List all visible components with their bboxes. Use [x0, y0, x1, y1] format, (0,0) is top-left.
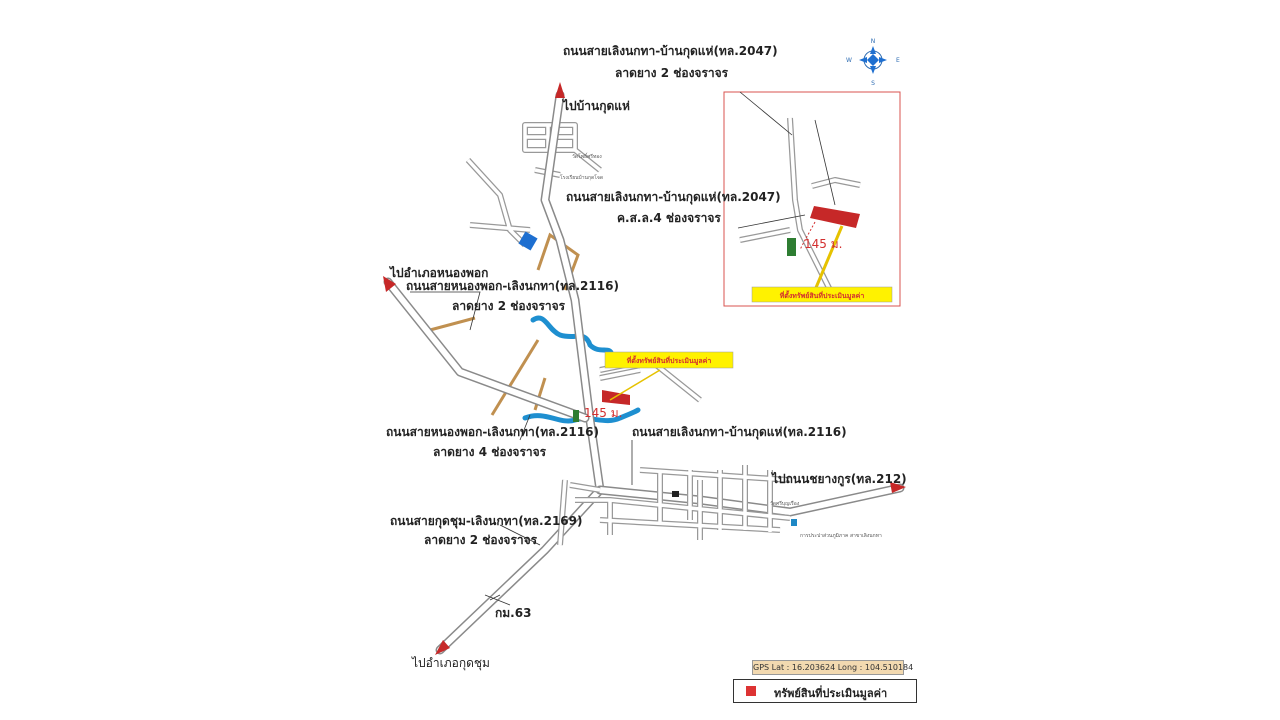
school-label: โรงเรียนบ้านกุดโจด [560, 174, 603, 181]
leader-line [499, 524, 541, 546]
temple-east-label: วัดศรีบุญเรือง [770, 500, 800, 507]
road-2116-top-label: ถนนสายหนองพอก-เลิงนกทา(ทล.2116) [406, 279, 619, 293]
inset-map [723, 91, 901, 307]
road-2116-bottom-lanes: ลาดยาง 4 ช่องจราจร [433, 445, 547, 459]
road-2047-mid-lanes: ค.ส.ล.4 ช่องจราจร [617, 211, 721, 225]
arrow-southwest-icon [435, 640, 450, 655]
traffic-light-icon [573, 410, 579, 422]
to-chanuman-label: ไปถนนชยางกูร(ทล.212) [770, 471, 907, 487]
inset-callout-label: ที่ตั้งทรัพย์สินที่ประเมินมูลค่า [779, 289, 864, 301]
km-marker-label: กม.63 [495, 606, 531, 620]
gps-coordinates: GPS Lat : 16.203624 Long : 104.510184 [752, 660, 913, 675]
legend: ทรัพย์สินที่ประเมินมูลค่า [733, 679, 917, 703]
to-nong-phok-label: ไปอำเภอหนองพอก [388, 265, 488, 280]
road-2169-label: ถนนสายกุดชุม-เลิงนกทา(ทล.2169) [390, 514, 582, 529]
road-2047-top-label: ถนนสายเลิงนกทา-บ้านกุดแห่(ทล.2047) [563, 44, 778, 59]
callout-line [609, 369, 661, 401]
compass-n: N [871, 38, 876, 45]
compass-rose-icon [859, 46, 887, 74]
to-kut-chum-label: ไปอำเภอกุดชุม [411, 656, 490, 671]
to-ban-kut-hae-label: ไปบ้านกุดแห่ [561, 98, 630, 114]
landmark-icon [672, 491, 679, 497]
compass-s: S [871, 80, 875, 87]
property-callout-label: ที่ตั้งทรัพย์สินที่ประเมินมูลค่า [626, 354, 711, 366]
temple-label: วัดโพธิ์ศรีทอง [572, 152, 602, 160]
river-south [522, 407, 641, 424]
leader-line [484, 594, 511, 606]
dirt-path [429, 316, 476, 332]
town-grid [557, 465, 791, 546]
road-2047-top-lanes: ลาดยาง 2 ช่องจราจร [615, 66, 729, 80]
river-north [530, 315, 615, 358]
inset-property-marker [810, 206, 860, 228]
water-office-label: การประปาส่วนภูมิภาค สาขาเลิงนกทา [800, 532, 882, 539]
leader-line [410, 291, 481, 331]
legend-label: ทรัพย์สินที่ประเมินมูลค่า [774, 687, 888, 700]
arrow-northwest-icon [383, 276, 396, 292]
road-2116-bottom-label: ถนนสายหนองพอก-เลิงนกทา(ทล.2116) [386, 425, 599, 439]
inset-traffic-light-icon [787, 238, 796, 256]
property-callout-box [604, 351, 734, 369]
water-tank-icon [518, 231, 538, 251]
legend-swatch [746, 686, 756, 696]
compass-e: E [896, 57, 900, 64]
arrow-north-icon [555, 82, 565, 98]
inset-distance-label: 145 ม. [804, 237, 842, 251]
road-2116-top-lanes: ลาดยาง 2 ช่องจราจร [452, 299, 566, 313]
road-town-2116-label: ถนนสายเลิงนกทา-บ้านกุดแห่(ทล.2116) [632, 425, 847, 440]
arrow-east-icon [890, 482, 906, 493]
dirt-path [490, 339, 540, 416]
road-2169-lanes: ลาดยาง 2 ช่องจราจร [424, 533, 538, 547]
leader-line [519, 414, 531, 441]
road-2047-mid-label: ถนนสายเลิงนกทา-บ้านกุดแห่(ทล.2047) [566, 190, 781, 205]
compass-w: W [846, 57, 852, 64]
water-office-icon [791, 519, 797, 526]
distance-label: 145 ม. [584, 406, 622, 420]
property-marker [602, 390, 630, 405]
